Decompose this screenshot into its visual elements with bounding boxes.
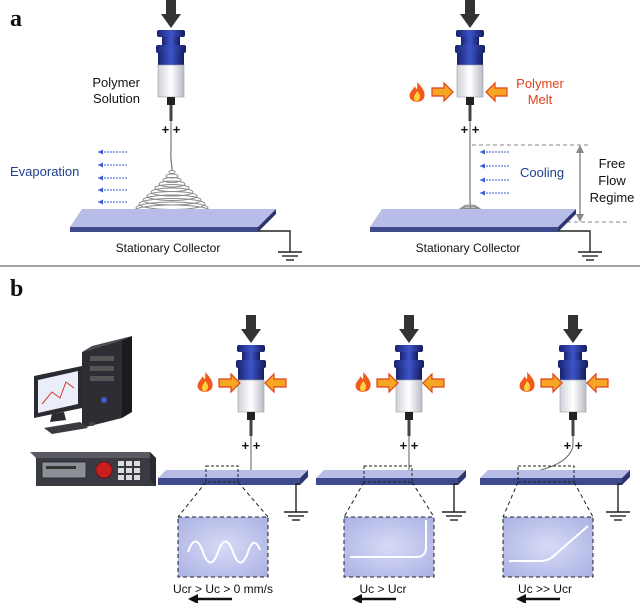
- syringe-icon: [557, 314, 589, 437]
- heat-arrow-icon: [218, 373, 241, 393]
- ground-icon: [277, 239, 303, 261]
- heat-arrow-icon: [264, 373, 287, 393]
- cooling-arrows: [479, 149, 511, 196]
- cooling-label: Cooling: [520, 165, 564, 180]
- zoom-inset: [343, 516, 435, 578]
- panel-a-left-setup: Polymer Solution + + Evaporation: [10, 0, 303, 261]
- computer-icon: [34, 336, 132, 434]
- collector-plate: [70, 209, 276, 227]
- polymer-solution-label-line2: Solution: [93, 91, 140, 106]
- speed-condition-label: Ucr > Uc > 0 mm/s: [173, 582, 273, 596]
- heat-arrow-icon: [586, 373, 609, 393]
- syringe-icon: [454, 0, 486, 122]
- regime-label-line2: Flow: [598, 173, 626, 188]
- flame-icon: [197, 372, 213, 392]
- syringe-icon: [235, 314, 267, 437]
- ground-icon: [441, 499, 467, 521]
- fiber-lag-pattern: [509, 525, 589, 562]
- polymer-jet: [170, 121, 173, 171]
- collector-label: Stationary Collector: [416, 241, 521, 255]
- evaporation-label: Evaporation: [10, 164, 79, 179]
- panel-b-setup-1: + + Ucr > Uc > 0 mm/s: [158, 314, 309, 603]
- ground-icon: [605, 499, 631, 521]
- regime-label-line3: Regime: [590, 190, 635, 205]
- collector-plate: [480, 470, 630, 478]
- flame-icon: [355, 372, 371, 392]
- panel-b-setup-2: + + Uc > Ucr: [316, 314, 467, 603]
- panel-b-setup-3: + + Uc >> Ucr: [480, 314, 631, 603]
- speed-condition-label: Uc >> Ucr: [518, 582, 572, 596]
- polymer-solution-label-line1: Polymer: [92, 75, 140, 90]
- panel-b-letter: b: [10, 276, 23, 302]
- heat-arrow-icon: [376, 373, 399, 393]
- heat-arrow-icon: [422, 373, 445, 393]
- evaporation-arrows: [97, 149, 129, 205]
- polymer-melt-label-line1: Polymer: [516, 76, 564, 91]
- zoom-inset: [177, 516, 269, 578]
- collector-label: Stationary Collector: [116, 241, 221, 255]
- syringe-icon: [155, 0, 187, 122]
- zoom-inset: [502, 516, 594, 578]
- fiber-straight-pattern: [350, 520, 427, 558]
- heat-arrow-icon: [540, 373, 563, 393]
- regime-label-line1: Free: [599, 156, 626, 171]
- collector-plate: [158, 470, 308, 478]
- heat-arrow-icon: [485, 82, 508, 102]
- polymer-melt-label-line2: Melt: [528, 92, 553, 107]
- flame-icon: [409, 82, 425, 102]
- panel-a-right-setup: Polymer Melt + + Cooling Free Flow Regim…: [370, 0, 635, 261]
- ground-icon: [283, 499, 309, 521]
- collector-edge: [70, 227, 258, 232]
- syringe-icon: [393, 314, 425, 437]
- collector-edge: [370, 227, 558, 232]
- fiber-buckling-pattern: [187, 540, 261, 564]
- flame-icon: [519, 372, 535, 392]
- collector-plate: [316, 470, 466, 478]
- collector-edge: [316, 478, 458, 485]
- control-panel-icon: [30, 452, 156, 486]
- panel-a-letter: a: [10, 6, 22, 32]
- heat-arrow-icon: [431, 82, 454, 102]
- speed-condition-label: Uc > Ucr: [359, 582, 406, 596]
- collector-plate: [370, 209, 576, 227]
- ground-icon: [577, 239, 603, 261]
